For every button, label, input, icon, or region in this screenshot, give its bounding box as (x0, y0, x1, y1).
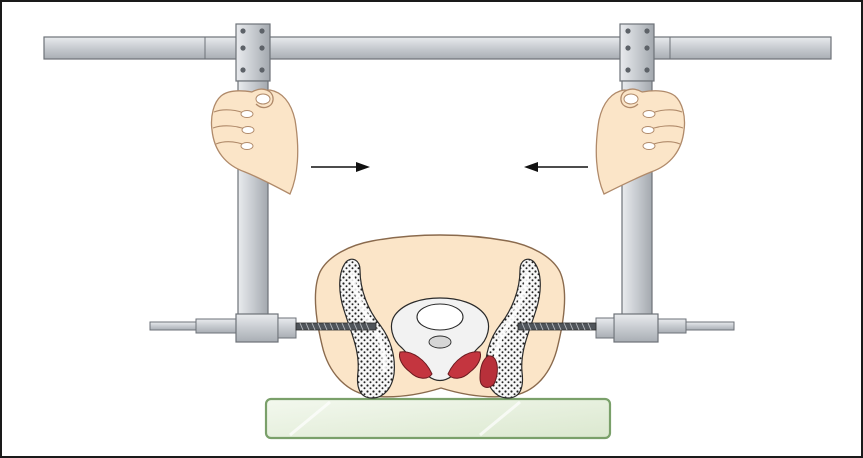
frame-crossbar (44, 37, 831, 59)
arrow-left-icon (524, 162, 588, 172)
exam-table (266, 399, 610, 438)
arrow-right-icon (311, 162, 370, 172)
pelvis-cross-section (316, 235, 565, 398)
